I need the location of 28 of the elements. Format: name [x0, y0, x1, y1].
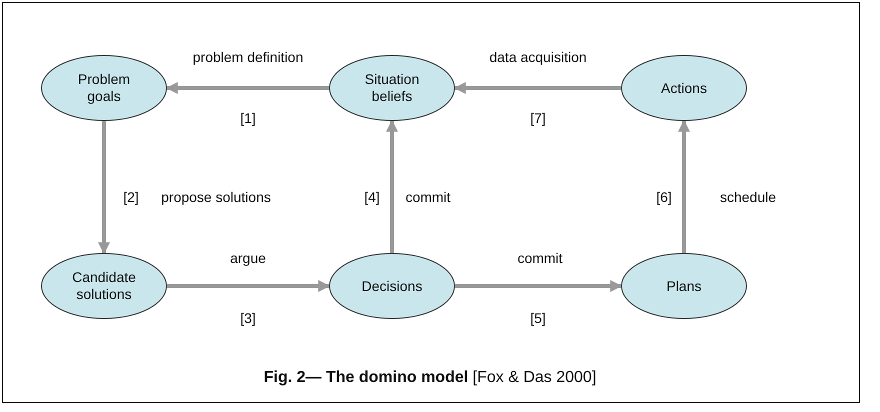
edge-label: schedule: [720, 189, 776, 205]
arrow: [386, 120, 398, 253]
step-number: [6]: [656, 189, 672, 205]
node-label: Problem goals: [76, 71, 132, 105]
step-number: [5]: [530, 310, 546, 326]
edge-label: argue: [230, 250, 266, 266]
arrow: [678, 120, 690, 253]
arrow: [167, 280, 330, 292]
step-number: [1]: [240, 110, 256, 126]
node-label: Actions: [661, 80, 707, 96]
arrow: [166, 82, 329, 94]
edge-label: problem definition: [192, 49, 304, 65]
node-label: Situation beliefs: [364, 71, 420, 105]
arrow: [98, 121, 110, 254]
node-label: Plans: [666, 278, 702, 294]
step-number: [2]: [123, 189, 139, 205]
edge-label: propose solutions: [161, 189, 271, 205]
step-number: [4]: [364, 189, 380, 205]
node-label: Candidate solutions: [71, 269, 137, 303]
arrow: [455, 280, 622, 292]
figure-caption: Fig. 2— The domino model [Fox & Das 2000]: [264, 369, 596, 387]
node-label: Decisions: [362, 278, 422, 294]
step-number: [3]: [240, 310, 256, 326]
edge-label: commit: [405, 189, 451, 205]
arrow: [454, 82, 621, 94]
edge-label: commit: [517, 250, 563, 266]
step-number: [7]: [530, 110, 546, 126]
edge-label: data acquisition: [489, 49, 587, 65]
